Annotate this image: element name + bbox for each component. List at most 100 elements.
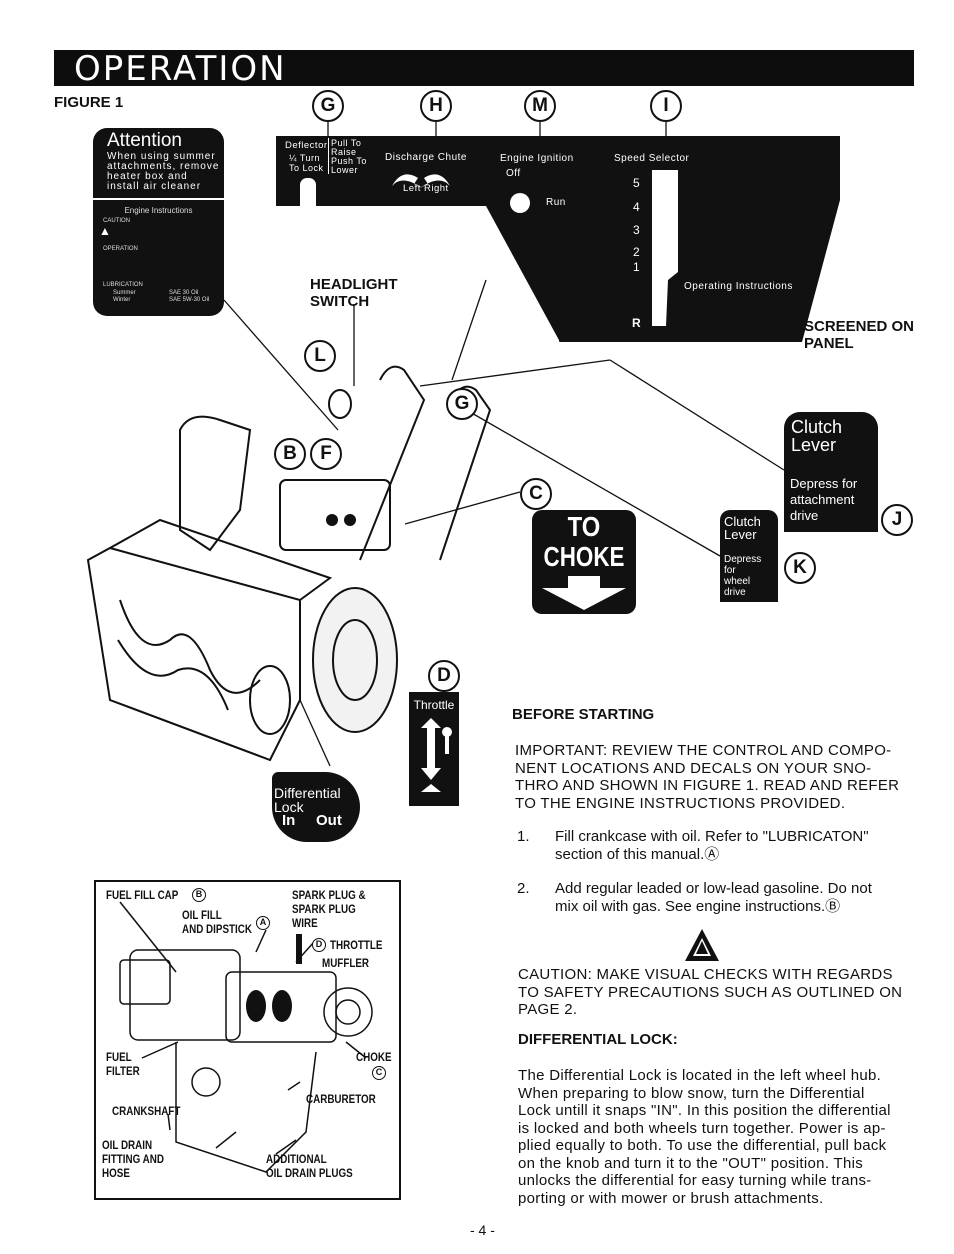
- important-line: THRO AND SHOWN IN FIGURE 1. READ AND REF…: [515, 777, 900, 794]
- callout-h: H: [420, 90, 452, 122]
- clutch-body-line: drive: [790, 508, 819, 523]
- clutch-body-line: Depress for: [790, 476, 858, 491]
- callout-d: D: [428, 660, 460, 692]
- deflector-slot: [300, 178, 316, 226]
- clutch-small-body-line: drive: [724, 587, 746, 598]
- speed-2: 2: [633, 245, 641, 259]
- warning-triangle-icon: ▲: [99, 224, 111, 238]
- step-2: 2. Add regular leaded or low-lead gasoli…: [517, 880, 917, 916]
- callout-j: J: [881, 504, 913, 536]
- attention-line: When using summer: [107, 151, 216, 162]
- section-banner: OPERATION: [54, 49, 914, 89]
- engine-instructions-decal: Engine Instructions CAUTION ▲ OPERATION …: [93, 200, 224, 316]
- oil-drain-line: OIL DRAIN: [102, 1138, 153, 1152]
- ignition-dot: [510, 193, 530, 213]
- speed-selector-slot: [652, 170, 678, 326]
- speed-selector-label: Speed Selector: [614, 153, 690, 164]
- additional-drain-line: OIL DRAIN PLUGS: [266, 1166, 353, 1180]
- page-title: OPERATION: [74, 49, 287, 89]
- step-text: Add regular leaded or low-lead gasoline.…: [555, 880, 872, 915]
- throttle-arrow-icon: [421, 718, 452, 792]
- diff-line: plied equally to both. To use the differ…: [518, 1137, 887, 1154]
- callout-c: C: [520, 478, 552, 510]
- ignition-off-label: Off: [506, 168, 521, 179]
- page-number: - 4 -: [470, 1222, 495, 1238]
- caution-line: TO SAFETY PRECAUTIONS SUCH AS OUTLINED O…: [518, 983, 903, 1001]
- diff-line: porting or with mower or brush attachmen…: [518, 1189, 824, 1207]
- additional-drain-label: ADDITIONAL OIL DRAIN PLUGS: [266, 1152, 353, 1180]
- operation-heading: OPERATION: [103, 246, 138, 252]
- summer-label: Summer: [113, 290, 136, 296]
- diff-line: is locked and both wheels turn together.…: [518, 1119, 886, 1137]
- screened-on-line: SCREENED ON: [804, 318, 915, 335]
- ignition-run-label: Run: [546, 197, 566, 208]
- winter-label: Winter: [113, 297, 131, 303]
- attention-line: heater box and: [107, 171, 188, 182]
- headlight-switch-label: HEADLIGHT SWITCH: [310, 276, 398, 310]
- fuel-filter-label: FUEL FILTER: [106, 1050, 140, 1078]
- clutch-title-line: Clutch: [791, 417, 843, 437]
- choke-arrow-icon: [542, 576, 626, 610]
- clutch-title-line: Lever: [791, 435, 837, 455]
- marker-b: B: [192, 888, 206, 902]
- clutch-body: Depress for attachment drive: [790, 476, 857, 524]
- oil-drain-line: FITTING AND: [102, 1152, 164, 1166]
- oil-drain-label: OIL DRAIN FITTING AND HOSE: [102, 1138, 164, 1180]
- caution-line: PAGE 2.: [518, 1001, 578, 1018]
- headlight-switch-line: SWITCH: [310, 293, 370, 310]
- engine-figure: FUEL FILL CAP B OIL FILL AND DIPSTICK A …: [94, 880, 401, 1200]
- attention-body: When using summer attachments, remove he…: [107, 152, 219, 192]
- summer-oil: SAE 30 Oil: [169, 290, 199, 296]
- callout-i: I: [650, 90, 682, 122]
- clutch-small-title-line: Lever: [724, 527, 757, 542]
- discharge-chute-label: Discharge Chute: [385, 152, 467, 163]
- winter-oil: SAE 5W-30 Oil: [169, 297, 210, 303]
- oil-fill-line: AND DIPSTICK: [182, 922, 252, 936]
- engine-instructions-title: Engine Instructions: [124, 206, 193, 215]
- engine-ignition-label: Engine Ignition: [500, 153, 574, 164]
- step-number: 1.: [517, 828, 530, 845]
- operating-instructions-label: Operating Instructions: [684, 281, 793, 292]
- clutch-body-line: attachment: [790, 492, 855, 507]
- caution-paragraph: CAUTION: MAKE VISUAL CHECKS WITH REGARDS…: [518, 966, 918, 1019]
- screened-on-panel-label: SCREENED ON PANEL: [804, 318, 914, 352]
- differential-line: Differential: [274, 785, 341, 801]
- diff-line: Lock untill it snaps "IN". In this posit…: [518, 1102, 891, 1119]
- headlight-switch-dot: [417, 222, 435, 240]
- clutch-lever-wheel-decal: Clutch Lever Depress for wheel drive: [720, 510, 778, 602]
- differential-lock-heading: DIFFERENTIAL LOCK:: [518, 1031, 678, 1048]
- diff-line: unlocks the differential for easy turnin…: [518, 1172, 872, 1189]
- differential-in-label: In: [282, 812, 296, 829]
- callout-g: G: [312, 90, 344, 122]
- chute-arrows: [392, 174, 450, 188]
- attention-line: attachments, remove: [107, 161, 220, 172]
- headlight-switch-line: HEADLIGHT: [310, 276, 398, 293]
- clutch-small-body: Depress for wheel drive: [724, 554, 761, 598]
- figure-illustration: [86, 118, 840, 767]
- spark-plug-line: SPARK PLUG: [292, 902, 356, 916]
- figure-label: FIGURE 1: [54, 94, 124, 111]
- crankshaft-label: CRANKSHAFT: [112, 1104, 181, 1118]
- callout-l: L: [304, 340, 336, 372]
- to-choke-decal: TO CHOKE: [532, 510, 636, 614]
- left-right-label: Left Right: [403, 183, 449, 194]
- step-1: 1. Fill crankcase with oil. Refer to "LU…: [517, 828, 917, 864]
- clutch-small-body-line: wheel: [724, 576, 751, 587]
- control-panel-shape: [276, 136, 840, 342]
- deflector-label: Deflector: [285, 140, 328, 151]
- step-text: Fill crankcase with oil. Refer to "LUBRI…: [555, 828, 869, 863]
- headlight-shape: [328, 389, 352, 419]
- important-paragraph: IMPORTANT: REVIEW THE CONTROL AND COMPO-…: [515, 742, 915, 812]
- throttle-engine-label: THROTTLE: [330, 938, 383, 952]
- diff-line: When preparing to blow snow, turn the Di…: [518, 1084, 865, 1102]
- speed-4: 4: [633, 200, 641, 214]
- speed-5: 5: [633, 176, 641, 190]
- caution-heading: CAUTION: [103, 218, 130, 224]
- diff-line: on the knob and turn it to the "OUT" pos…: [518, 1154, 864, 1172]
- warning-triangle-icon: [685, 929, 719, 961]
- engine-dots: [326, 514, 356, 526]
- fuel-filter-line: FUEL: [106, 1050, 132, 1064]
- clutch-small-body-line: Depress: [724, 554, 762, 565]
- differential-lock-decal: Differential Lock In Out: [272, 772, 360, 842]
- engine-drawing: [119, 901, 373, 1173]
